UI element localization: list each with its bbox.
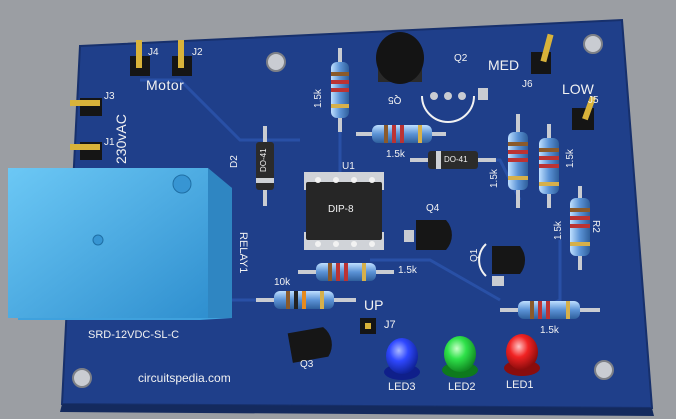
- label-q2: Q2: [454, 53, 468, 64]
- label-up: UP: [364, 297, 384, 313]
- label-r-bottom-right: 1.5k: [540, 325, 559, 336]
- header-j4[interactable]: [130, 40, 150, 76]
- led2-body: [442, 336, 478, 378]
- resistor-r2: [570, 186, 590, 270]
- label-j1: J1: [104, 137, 115, 148]
- label-r-right-c: 1.5k: [553, 221, 564, 240]
- label-q4: Q4: [426, 203, 440, 214]
- label-relay-part: SRD-12VDC-SL-C: [88, 329, 180, 341]
- label-j6: J6: [522, 79, 533, 90]
- pcb-edge: [60, 404, 654, 416]
- header-j5[interactable]: [572, 95, 596, 130]
- label-r-right-a: 1.5k: [489, 169, 500, 188]
- label-low: LOW: [562, 81, 594, 97]
- label-dip8: DIP-8: [328, 204, 354, 215]
- resistor-right-b: [539, 124, 559, 208]
- transistor-q2-outline: [421, 88, 488, 123]
- transistor-q4: [404, 220, 452, 250]
- label-motor: Motor: [146, 77, 185, 93]
- label-diode-pkg-left: DO-41: [259, 148, 268, 172]
- label-d2: D2: [229, 155, 240, 168]
- mounting-holes: [72, 34, 614, 388]
- transistor-q1: [478, 243, 526, 286]
- label-q1: Q1: [469, 248, 480, 262]
- label-med: MED: [488, 57, 520, 73]
- label-j3: J3: [104, 91, 115, 102]
- led1-body: [504, 334, 540, 376]
- label-q5: Q5: [388, 94, 402, 105]
- header-j6[interactable]: [531, 33, 554, 74]
- led3-body: [384, 338, 420, 380]
- label-230vac: 230vAC: [113, 114, 129, 164]
- label-r-top-horizontal: 1.5k: [386, 149, 405, 160]
- label-led2: LED2: [448, 381, 476, 393]
- header-j2[interactable]: [172, 40, 192, 76]
- label-r2: R2: [590, 220, 601, 233]
- resistor-right-a: [508, 114, 528, 208]
- header-j1[interactable]: [70, 142, 102, 160]
- transistor-q3: [287, 327, 332, 363]
- transistor-q5: [376, 32, 424, 84]
- diode-d2: [256, 126, 274, 206]
- diode-right: [410, 151, 496, 169]
- resistor-top-vertical: [331, 48, 349, 132]
- website-label: circuitspedia.com: [138, 371, 231, 385]
- label-j2: J2: [192, 47, 203, 58]
- label-diode-pkg-right: DO-41: [444, 155, 468, 164]
- header-j3[interactable]: [70, 98, 102, 116]
- label-q3: Q3: [300, 359, 314, 370]
- label-r-10k: 10k: [274, 277, 291, 288]
- resistor-mid: [298, 263, 394, 281]
- label-relay1: RELAY1: [237, 232, 249, 274]
- label-r-right-b: 1.5k: [565, 149, 576, 168]
- resistor-bottom-right: [500, 301, 600, 319]
- label-r-mid: 1.5k: [398, 265, 417, 276]
- label-u1: U1: [342, 161, 355, 172]
- label-led3: LED3: [388, 381, 416, 393]
- label-j7: J7: [384, 319, 396, 331]
- label-j5: J5: [588, 95, 599, 106]
- ic-dip8: [304, 172, 384, 250]
- header-j7[interactable]: [360, 318, 376, 334]
- label-j4: J4: [148, 47, 159, 58]
- resistor-10k: [256, 291, 356, 309]
- label-r-top-vertical: 1.5k: [313, 89, 324, 108]
- relay: [8, 168, 232, 320]
- label-led1: LED1: [506, 379, 534, 391]
- resistor-top-horizontal: [356, 125, 446, 143]
